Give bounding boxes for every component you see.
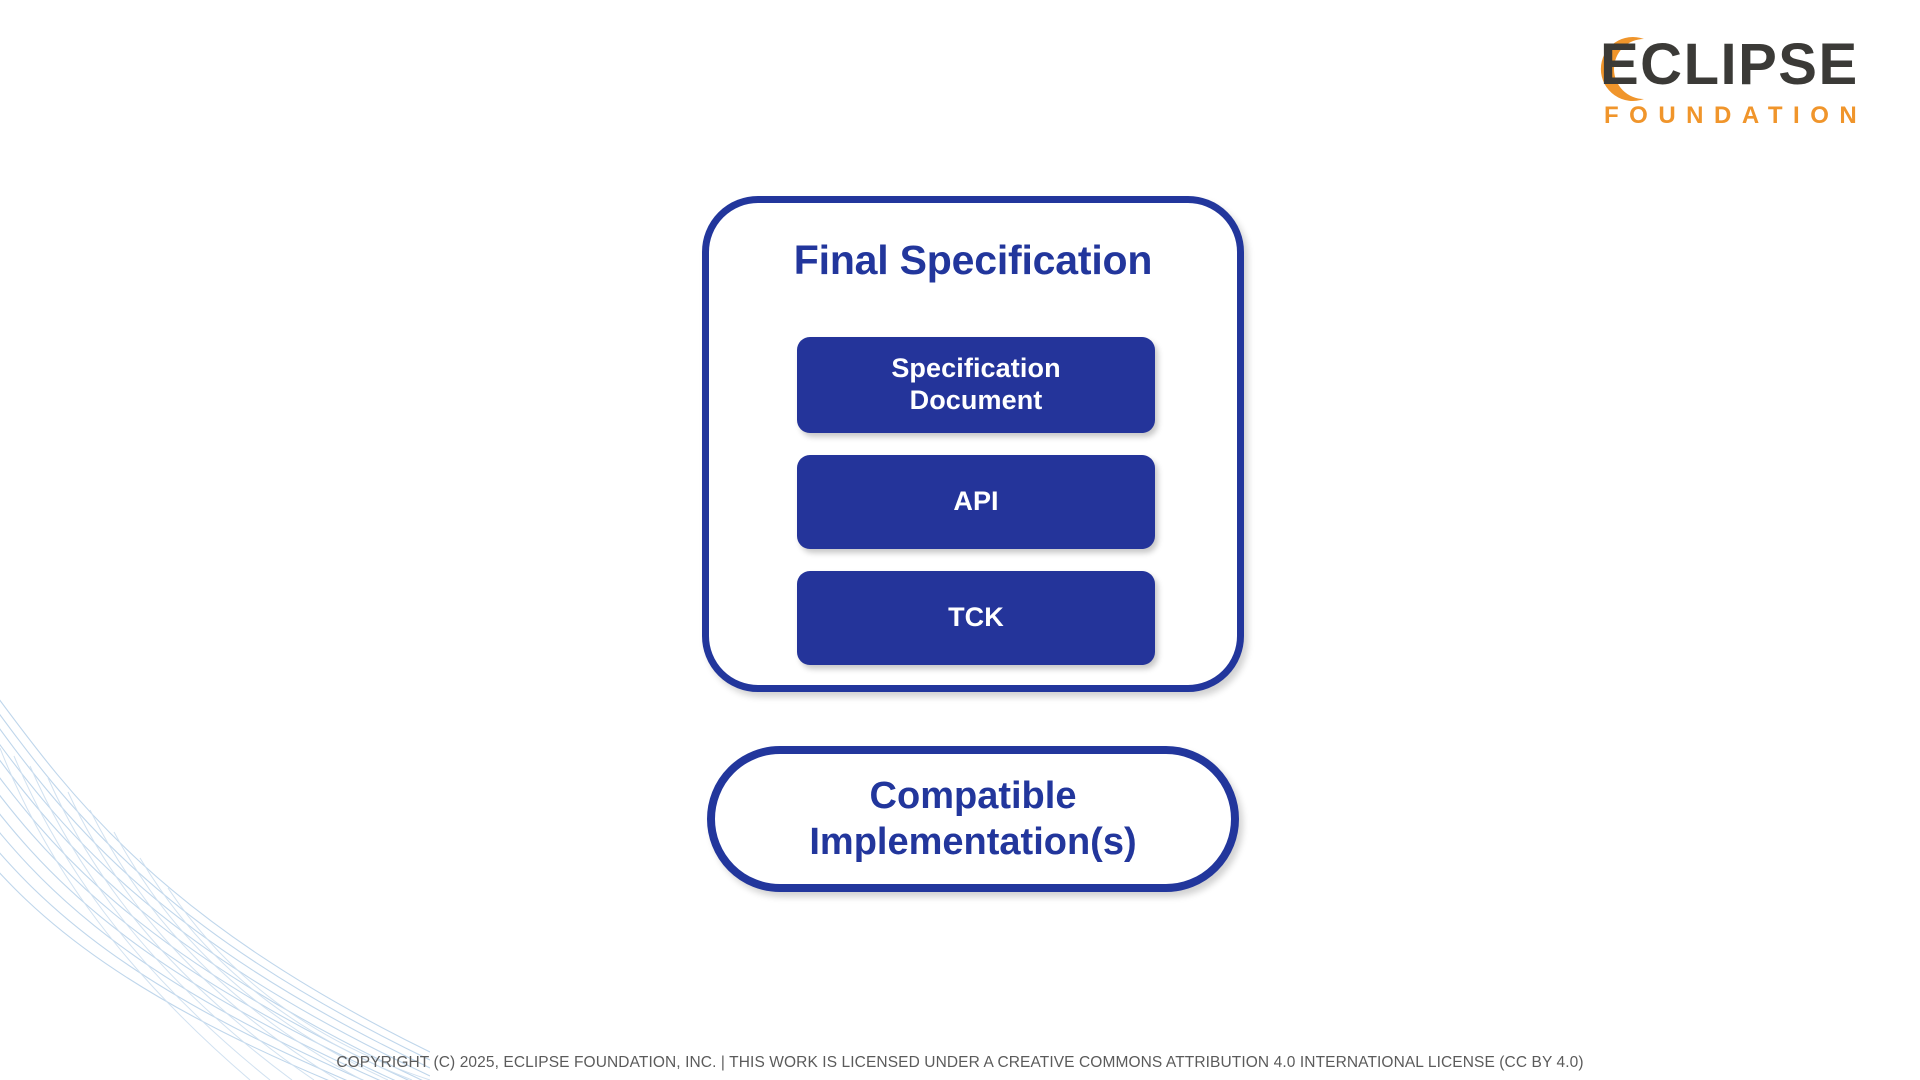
logo-subtitle: FOUNDATION	[1604, 102, 1868, 129]
logo-wordmark: ECLIPSE	[1600, 32, 1859, 97]
spec-item-api[interactable]: API	[797, 455, 1155, 549]
spec-item-specification-document[interactable]: Specification Document	[797, 337, 1155, 433]
spec-item-label: API	[953, 486, 999, 517]
copyright-footer: COPYRIGHT (C) 2025, ECLIPSE FOUNDATION, …	[336, 1054, 1584, 1071]
final-specification-title: Final Specification	[793, 237, 1153, 283]
eclipse-foundation-logo: ECLIPSE FOUNDATION	[1578, 26, 1908, 134]
spec-item-label: Specification Document	[891, 353, 1061, 415]
eclipse-arc-icon	[1600, 37, 1644, 101]
final-specification-card: Final Specification Specification Docume…	[702, 196, 1244, 692]
spec-item-label: TCK	[948, 602, 1004, 633]
swoosh-line-art-icon	[0, 699, 430, 1080]
compatible-implementations-label: Compatible Implementation(s)	[809, 774, 1137, 863]
spec-item-tck[interactable]: TCK	[797, 571, 1155, 665]
compatible-implementations-pill[interactable]: Compatible Implementation(s)	[707, 746, 1239, 892]
final-specification-item-list: Specification Document API TCK	[797, 337, 1155, 687]
